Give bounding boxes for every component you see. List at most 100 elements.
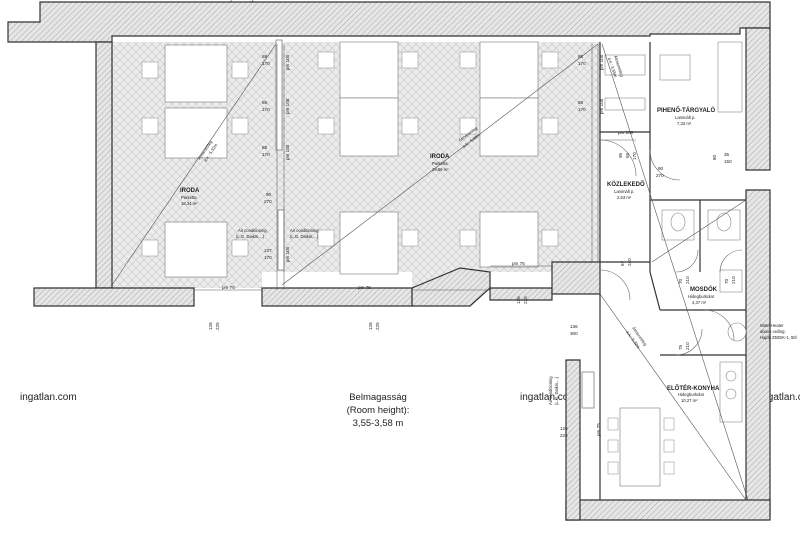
dim-label: 210 — [685, 276, 690, 284]
watermark-text: ingatlan.com — [520, 392, 577, 403]
room-height-note: Belmagasság (Room height): 3,55-3,58 m — [347, 392, 410, 429]
dim-label: 170 — [632, 152, 637, 160]
dim-label: 126 — [208, 322, 213, 330]
dim-label: 126 — [516, 296, 521, 304]
room-floor-toilets: Hidegburkolat — [688, 294, 715, 299]
partitions — [599, 42, 746, 500]
dim-label: 225 — [375, 322, 380, 330]
dim-label: 225 — [523, 296, 528, 304]
room-name-corridor: KÖZLEKEDŐ — [607, 181, 645, 188]
dim-label: 170 — [262, 61, 270, 66]
watermark-text: ingatlan.com — [20, 392, 77, 403]
room-area-kitchen: 10,27 m² — [681, 398, 698, 403]
dim-label: 170 — [578, 61, 586, 66]
dim-label: 55 — [625, 152, 630, 158]
dim-label: 90 — [266, 192, 272, 197]
dim-label: 225 — [215, 322, 220, 330]
dim-label: 270 — [264, 199, 272, 204]
dimension-labels: 88 170 88 170 88 170 90 270 137 170 pm 1… — [208, 54, 736, 438]
room-name-office-1: IRODA — [180, 188, 200, 194]
room-floor-lounge: Laminált p. — [675, 115, 695, 120]
dim-label: 88 — [262, 54, 268, 59]
dim-label: 126 — [368, 322, 373, 330]
dim-label: pm 100 — [285, 246, 290, 262]
room-area-toilets: 4,37 m² — [692, 300, 707, 305]
dim-label: pm 100 — [285, 54, 290, 70]
room-floor-kitchen: Hidegburkolat — [678, 392, 705, 397]
dim-label: pm 100 — [285, 98, 290, 114]
dim-label: pm 100 — [599, 54, 604, 70]
dim-label: 126 — [560, 426, 568, 431]
room-floor-corridor: Laminált p. — [614, 189, 634, 194]
room-area-lounge: 7,33 m² — [677, 121, 692, 126]
dim-label: pm 100 — [618, 130, 634, 135]
room-labels: IRODA Parketta 16,34 m² IRODA Parketta 2… — [180, 106, 720, 403]
dim-label: 225 — [560, 433, 568, 438]
ac-sub-2: (L.G. Daikin,...) — [290, 234, 319, 239]
equipment-labels: Air conditioning (L.G. Daikin,...) Air c… — [236, 228, 797, 405]
height-note-line-2: (Room height): — [347, 405, 410, 416]
watermark-text: ingatlan.com — [760, 392, 800, 403]
water-heater-model: Hajdu Z50EK-1, 50l — [760, 335, 797, 340]
dim-label: 150 — [724, 159, 732, 164]
bathroom-fixtures — [661, 209, 747, 423]
chairs — [141, 51, 675, 475]
ac-sub-1: (L.G. Daikin,...) — [236, 234, 265, 239]
walls — [7, 1, 771, 521]
dim-label: 240 — [627, 258, 632, 266]
dim-label: 210 — [731, 276, 736, 284]
diagonal-label-3: Átmenetileg — [613, 55, 625, 78]
dim-label: 67 — [620, 260, 625, 266]
room-name-lounge: PIHENŐ-TÁRGYALÓ — [657, 106, 715, 114]
dim-label: 88 — [262, 100, 268, 105]
dim-label: 170 — [262, 107, 270, 112]
doors — [599, 139, 743, 356]
dim-label: 170 — [578, 107, 586, 112]
room-name-office-2: IRODA — [430, 154, 450, 160]
diagonal-lines — [111, 43, 749, 501]
room-area-office-2: 29,86 m² — [432, 167, 449, 172]
dimension-lines — [194, 44, 599, 291]
dim-label: 210 — [685, 342, 690, 350]
dim-label: 75 — [678, 344, 683, 350]
dim-label: pm 100 — [599, 98, 604, 114]
dim-label: pm 75 — [512, 261, 525, 266]
room-area-office-1: 16,34 m² — [181, 201, 198, 206]
dim-label: 88 — [578, 100, 584, 105]
room-name-kitchen: ELŐTÉR-KONYHA — [667, 384, 720, 392]
ac-label-2: Air conditioning — [290, 228, 319, 233]
dim-label: pm 100 — [285, 144, 290, 160]
ac-sub-3: (L.G. Daikin,...) — [554, 376, 559, 405]
height-note-line-1: Belmagasság — [349, 392, 407, 403]
dim-label: pm 75 — [222, 285, 235, 290]
water-heater-position: above ceiling: — [760, 329, 786, 334]
water-heater-label: WaterHeater — [760, 323, 784, 328]
ac-label-3: Air conditioning — [548, 376, 553, 405]
ac-units — [275, 39, 595, 409]
room-floor-office-2: Parketta — [432, 161, 448, 166]
lounge-furniture — [604, 41, 743, 113]
ac-label-1: Air conditioning — [238, 228, 267, 233]
dim-label: 88 — [578, 54, 584, 59]
dim-label: 70 — [678, 278, 683, 284]
dim-label: 270 — [656, 173, 664, 178]
dim-label: 80 — [712, 154, 717, 160]
dim-label: 90 — [658, 166, 664, 171]
diagonal-value-3: a.k.: 3,55m — [607, 57, 618, 79]
room-area-corridor: 2,63 m² — [617, 195, 632, 200]
dim-label: 300 — [570, 331, 578, 336]
office-floor — [112, 42, 600, 288]
dim-label: pm 75 — [358, 285, 371, 290]
dim-label: 70 — [724, 278, 729, 284]
dim-label: 137 — [264, 248, 272, 253]
dim-label: pm 75 — [596, 423, 601, 436]
dim-label: 136 — [570, 324, 578, 329]
dim-label: 95 — [618, 152, 623, 158]
dim-label: 88 — [262, 145, 268, 150]
dim-label: 170 — [262, 152, 270, 157]
desks — [164, 41, 661, 487]
dim-label: 170 — [264, 255, 272, 260]
room-name-toilets: MOSDÓK — [690, 285, 718, 293]
dim-label: 35 — [724, 152, 730, 157]
